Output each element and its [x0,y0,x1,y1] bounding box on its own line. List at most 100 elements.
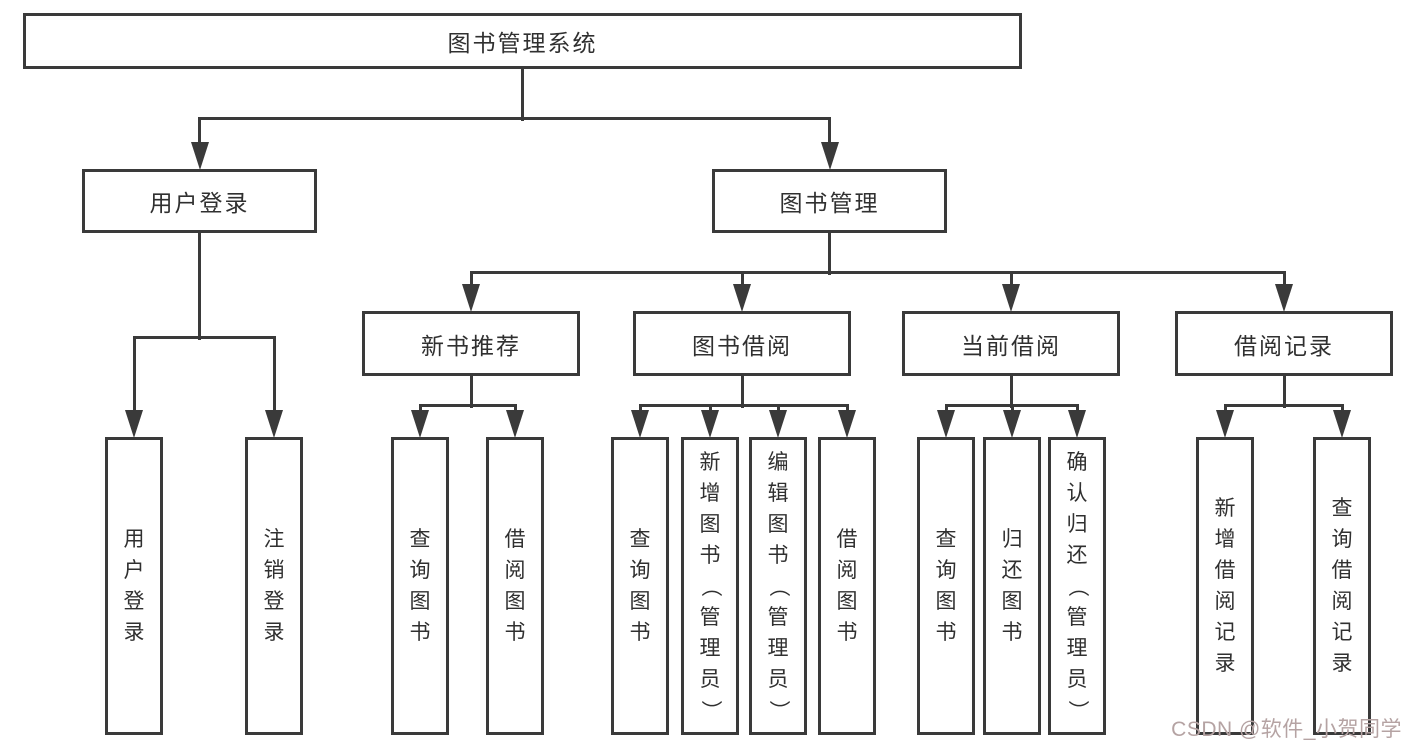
vertical-char: 书 [767,543,789,567]
arrow-down-icon [820,142,839,170]
vertical-char: 查 [935,528,957,551]
arrow-down-icon [1003,410,1021,438]
vertical-char: 注 [263,528,285,551]
vertical-char: 图 [409,590,431,613]
node-label: 查询图书 [614,440,666,732]
vertical-char: 借 [504,528,526,551]
vertical-char: 录 [1331,652,1353,675]
arrow-down-icon [1068,410,1086,438]
connector-line [1282,270,1286,290]
vertical-char: 用 [123,528,145,551]
arrow-down-icon [506,410,524,438]
vertical-char: （ [1065,575,1089,597]
node-label: 查询借阅记录 [1316,440,1368,732]
connector-line [828,231,831,275]
vertical-char: 归 [1001,528,1023,551]
vertical-char: ） [766,699,790,721]
vertical-char: 录 [263,621,285,644]
vertical-char: 询 [935,559,957,582]
vertical-char: 还 [1066,543,1088,567]
connector-line [776,403,780,414]
vertical-char: 借 [1331,559,1353,582]
node-label: 借阅记录 [1234,332,1334,359]
node-label: 当前借阅 [961,332,1061,359]
vertical-char: 查 [1331,497,1353,520]
arrow-down-icon [769,410,787,438]
vertical-char: 理 [767,636,789,660]
node-nb-borrow: 借阅图书 [486,437,544,735]
vertical-char: 员 [767,667,789,691]
connector-line [1340,403,1344,414]
vertical-char: 借 [836,528,858,551]
node-label: 图书管理系统 [447,30,598,56]
connector-line [513,403,517,414]
connector-line [828,116,831,146]
node-label: 查询图书 [394,440,446,732]
vertical-char: 图 [767,512,789,536]
vertical-char: 确 [1066,450,1088,474]
connector-line [740,374,744,408]
node-book-borrow: 图书借阅 [633,311,851,376]
vertical-char: 阅 [836,559,858,582]
vertical-char: （ [698,575,722,597]
vertical-char: 阅 [1331,590,1353,613]
node-logout: 注销登录 [245,437,303,735]
vertical-char: 新 [1214,497,1236,520]
node-bb-query: 查询图书 [611,437,669,735]
connector-line [469,270,473,290]
vertical-char: 登 [123,590,145,613]
node-label: 注销登录 [248,440,300,732]
node-label: 借阅图书 [489,440,541,732]
connector-line [944,403,948,414]
connector-line [521,67,524,121]
connector-line [944,403,1079,407]
arrow-down-icon [125,410,143,438]
vertical-char: 借 [1214,559,1236,582]
vertical-char: 书 [629,621,651,644]
vertical-char: 书 [699,543,721,567]
node-label: 借阅图书 [821,440,873,732]
node-label: 查询图书 [920,440,972,732]
vertical-char: 登 [263,590,285,613]
node-label: 归还图书 [986,440,1038,732]
connector-line [1009,374,1013,408]
arrow-down-icon [838,410,856,438]
vertical-char: 记 [1214,621,1236,644]
vertical-char: 书 [935,621,957,644]
vertical-char: 归 [1066,512,1088,536]
arrow-down-icon [631,410,649,438]
arrow-down-icon [1002,284,1020,312]
connector-line [1223,403,1227,414]
connector-line [845,403,849,414]
arrow-down-icon [411,410,429,438]
node-user-login: 用户登录 [82,169,317,233]
node-br-query: 查询借阅记录 [1313,437,1371,735]
node-label: 编辑图书（管理员） [752,440,804,732]
vertical-char: 书 [409,621,431,644]
vertical-char: 认 [1066,481,1088,505]
vertical-char: 查 [629,528,651,551]
arrow-down-icon [1216,410,1234,438]
node-br-add: 新增借阅记录 [1196,437,1254,735]
vertical-char: 管 [1066,605,1088,629]
connector-line [1282,374,1286,408]
connector-line [198,231,201,340]
connector-line [740,270,744,290]
node-label: 用户登录 [108,440,160,732]
vertical-char: 理 [699,636,721,660]
vertical-char: 询 [409,559,431,582]
vertical-char: （ [766,575,790,597]
connector-line [638,403,849,407]
arrow-down-icon [1275,284,1293,312]
node-bb-add: 新增图书（管理员） [681,437,739,735]
vertical-char: 员 [1066,667,1088,691]
vertical-char: 户 [123,559,145,582]
node-login: 用户登录 [105,437,163,735]
arrow-down-icon [265,410,283,438]
vertical-char: 管 [699,605,721,629]
node-cb-query: 查询图书 [917,437,975,735]
connector-line [708,403,712,414]
vertical-char: 书 [1001,621,1023,644]
vertical-char: 还 [1001,559,1023,582]
node-borrow-records: 借阅记录 [1175,311,1393,376]
